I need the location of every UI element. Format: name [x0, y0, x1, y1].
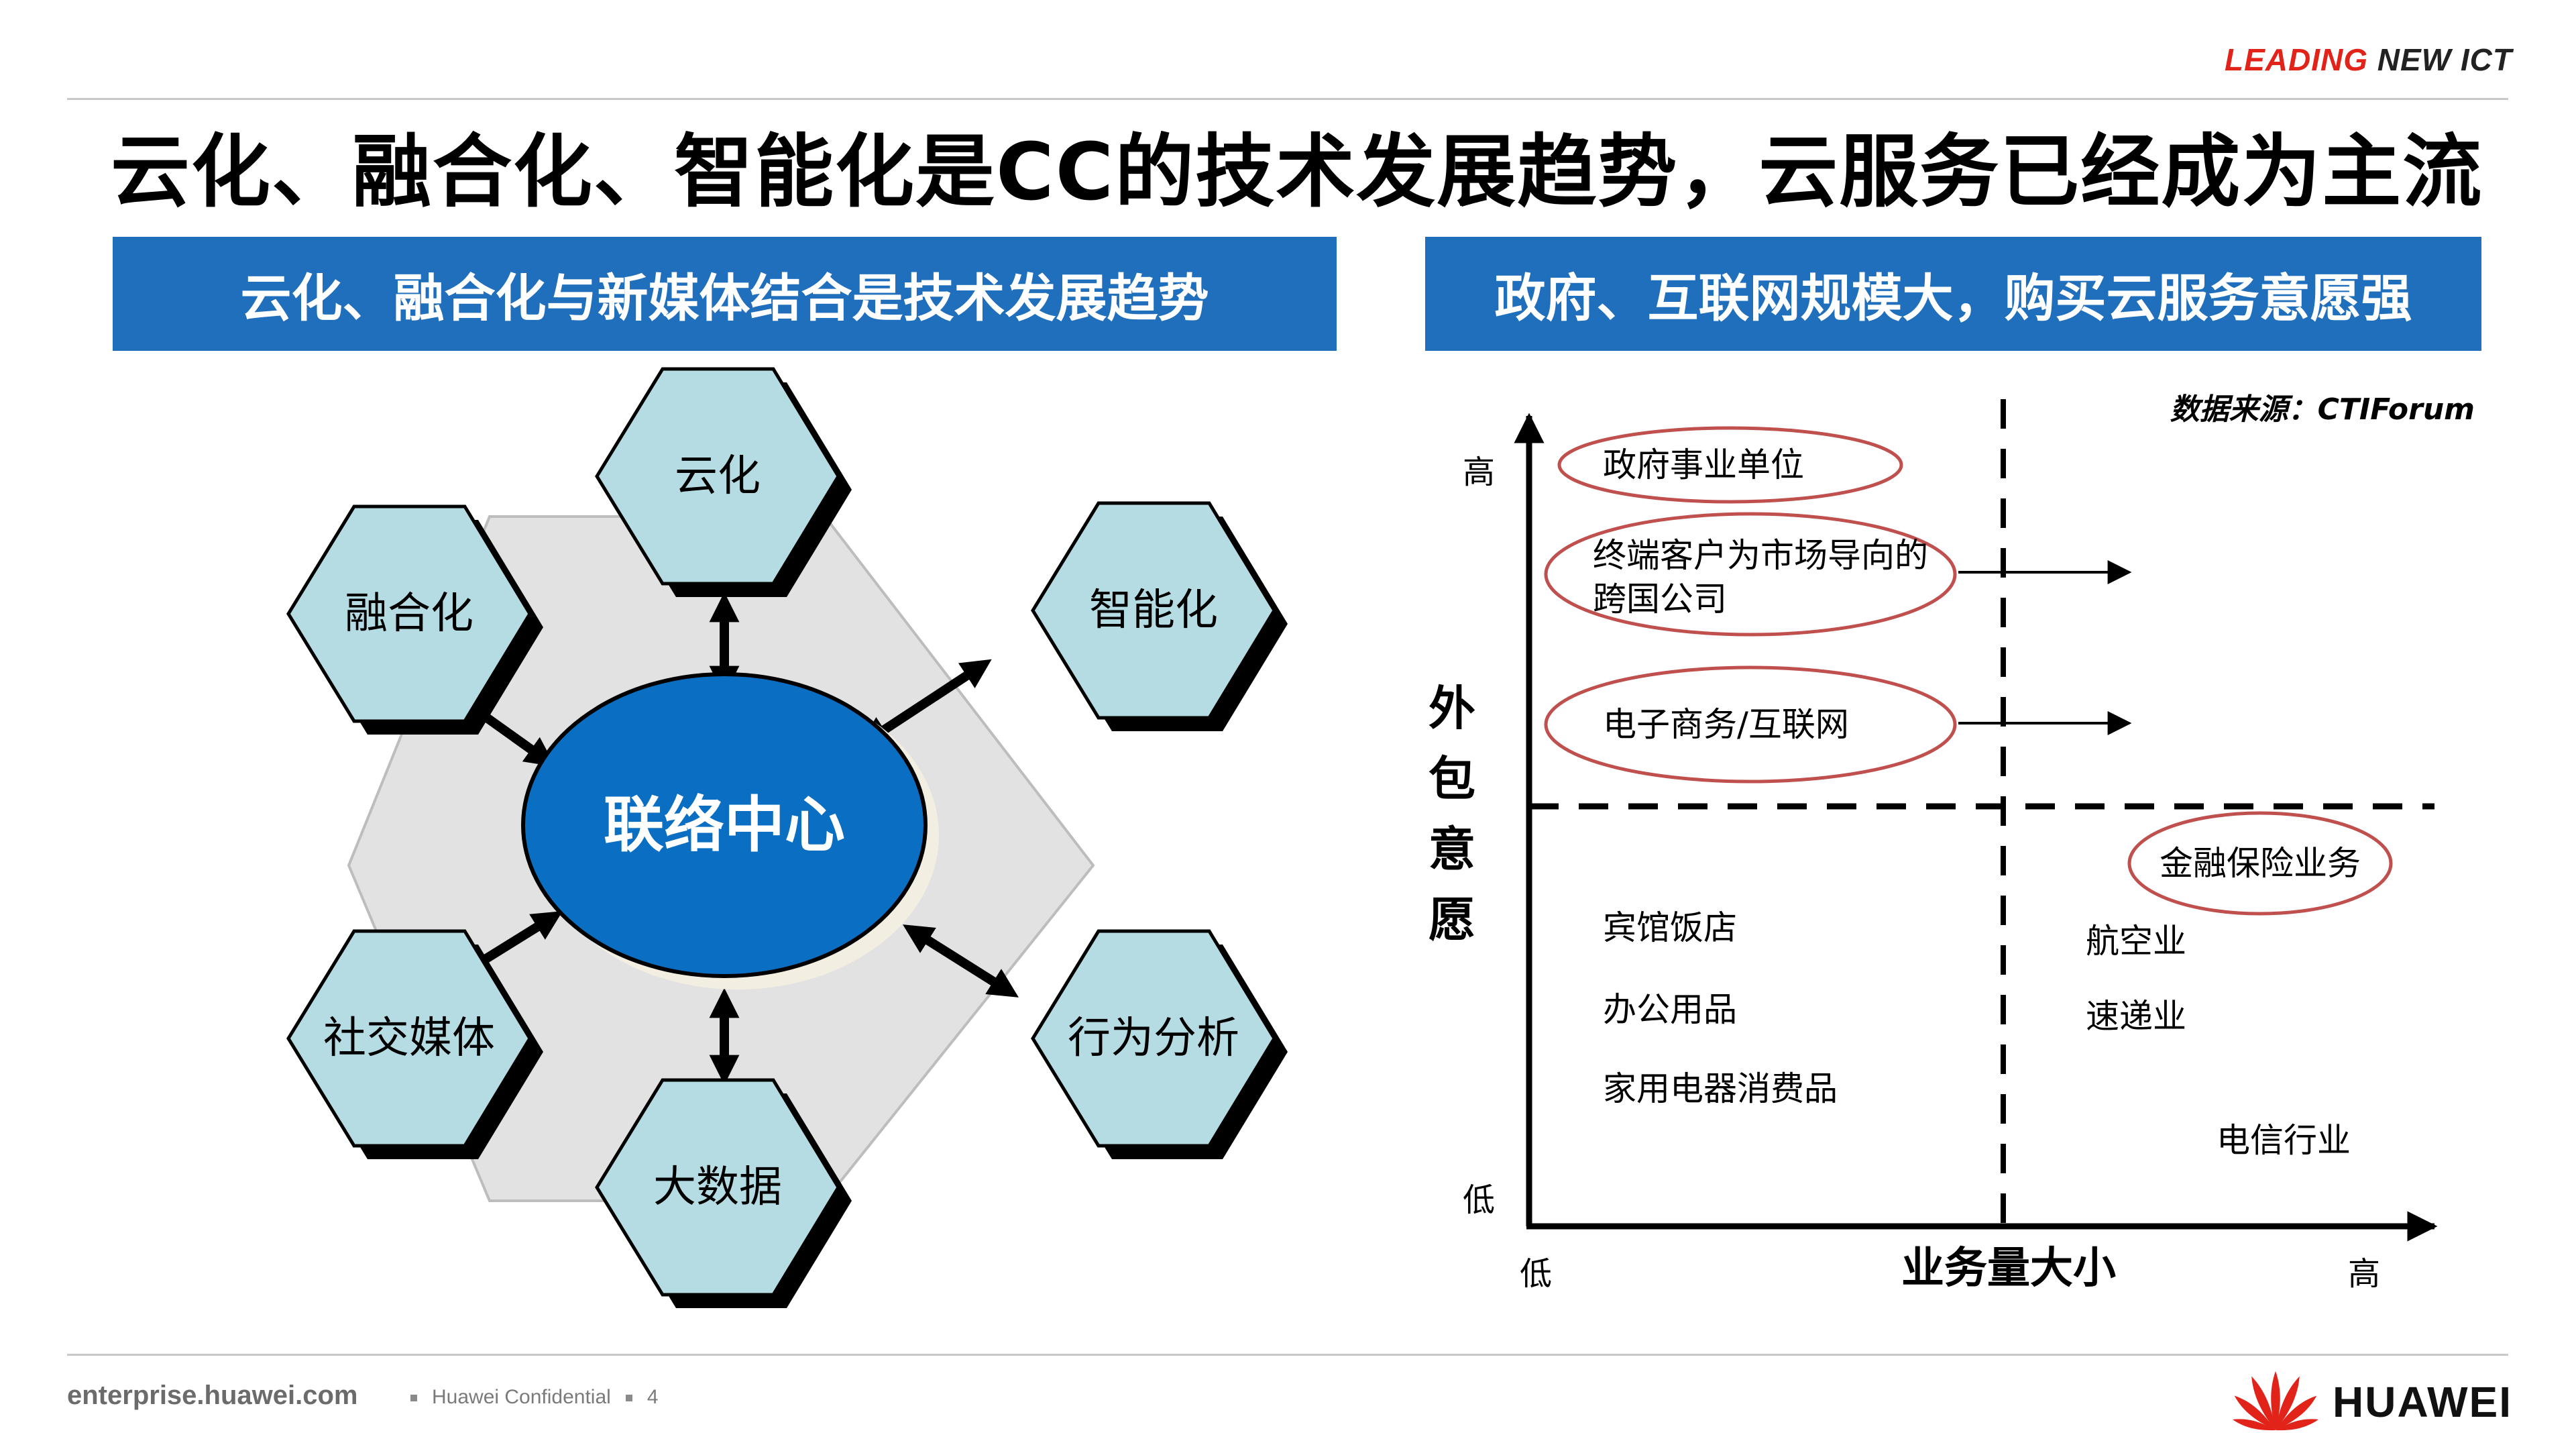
- y-axis-low: 低: [1463, 1181, 1495, 1219]
- hex-social-label: 社交媒体: [323, 1014, 495, 1063]
- outsourcing-willingness-chart: 数据来源：CTIForum 高 低 外 包 意 愿 低 高 业务量大小 政府事业…: [1429, 392, 2475, 1293]
- item-telecom: 电信行业: [2217, 1121, 2351, 1160]
- hex-smart: [1031, 501, 1276, 720]
- data-source: 数据来源：CTIForum: [2170, 392, 2475, 427]
- y-axis-high: 高: [1463, 453, 1495, 491]
- item-appliance: 家用电器消费品: [1603, 1069, 1838, 1108]
- tagline-leading: LEADING: [2225, 42, 2369, 77]
- huawei-logo: HUAWEI: [2232, 1368, 2512, 1436]
- x-axis-label: 业务量大小: [1901, 1244, 2116, 1293]
- left-banner: 云化、融合化与新媒体结合是技术发展趋势: [113, 237, 1337, 351]
- hex-convergence-label: 融合化: [345, 589, 473, 639]
- y-axis-label-1: 外: [1429, 681, 1475, 736]
- hex-bigdata-label: 大数据: [653, 1163, 782, 1212]
- separator-square: [625, 1395, 632, 1402]
- x-axis-high: 高: [2348, 1255, 2380, 1293]
- tagline: LEADING NEW ICT: [2225, 42, 2512, 78]
- arrow-to-behavior: [903, 924, 1019, 998]
- tagline-rest: NEW ICT: [2368, 42, 2512, 77]
- page-number: 4: [647, 1386, 659, 1408]
- x-axis-low: 低: [1520, 1255, 1552, 1293]
- ellipse-gov: [1557, 426, 1903, 504]
- brand-name: HUAWEI: [2333, 1378, 2512, 1426]
- y-axis-label-4: 愿: [1429, 892, 1475, 947]
- item-airline: 航空业: [2086, 922, 2186, 961]
- separator-square: [410, 1395, 417, 1402]
- item-gov: 政府事业单位: [1603, 445, 1804, 484]
- ellipse-multinational: [1544, 512, 1957, 637]
- hex-cloud: [595, 367, 840, 586]
- item-ecommerce: 电子商务/互联网: [1603, 705, 1849, 744]
- y-axis-label-3: 意: [1429, 822, 1475, 877]
- ellipse-finance: [2127, 811, 2393, 916]
- item-multinational-1: 终端客户为市场导向的: [1593, 536, 1928, 575]
- hex-social: [286, 929, 532, 1148]
- item-multinational-2: 跨国公司: [1593, 580, 1727, 619]
- ellipse-ecommerce: [1544, 665, 1957, 784]
- arrow-to-smart: [859, 659, 992, 747]
- center-ellipse: [521, 672, 928, 978]
- item-courier: 速递业: [2086, 997, 2186, 1036]
- item-hotel: 宾馆饭店: [1603, 908, 1737, 947]
- item-office: 办公用品: [1603, 990, 1737, 1029]
- hex-cloud-label: 云化: [675, 451, 761, 501]
- bottom-divider: [67, 1354, 2508, 1356]
- footer-site: enterprise.huawei.com: [67, 1381, 358, 1410]
- hex-convergence: [286, 504, 532, 723]
- confidential-label: Huawei Confidential: [432, 1386, 611, 1408]
- huawei-flower-icon: [2232, 1371, 2319, 1431]
- hex-smart-label: 智能化: [1089, 586, 1218, 635]
- hex-behavior: [1031, 929, 1276, 1148]
- top-divider: [67, 98, 2508, 100]
- center-label: 联络中心: [604, 790, 845, 861]
- hex-behavior-label: 行为分析: [1068, 1014, 1239, 1063]
- footer-confidential: Huawei Confidential 4: [396, 1386, 659, 1409]
- item-finance: 金融保险业务: [2160, 844, 2361, 883]
- y-axis-label-2: 包: [1429, 751, 1475, 806]
- right-banner: 政府、互联网规模大，购买云服务意愿强: [1425, 237, 2481, 351]
- slide-title: 云化、融合化、智能化是CC的技术发展趋势，云服务已经成为主流: [111, 125, 2483, 218]
- hex-bigdata: [595, 1078, 840, 1297]
- cc-trend-diagram: 联络中心 云化 智能化 行为分析 大数据 社交媒体 融合化: [286, 367, 1288, 1308]
